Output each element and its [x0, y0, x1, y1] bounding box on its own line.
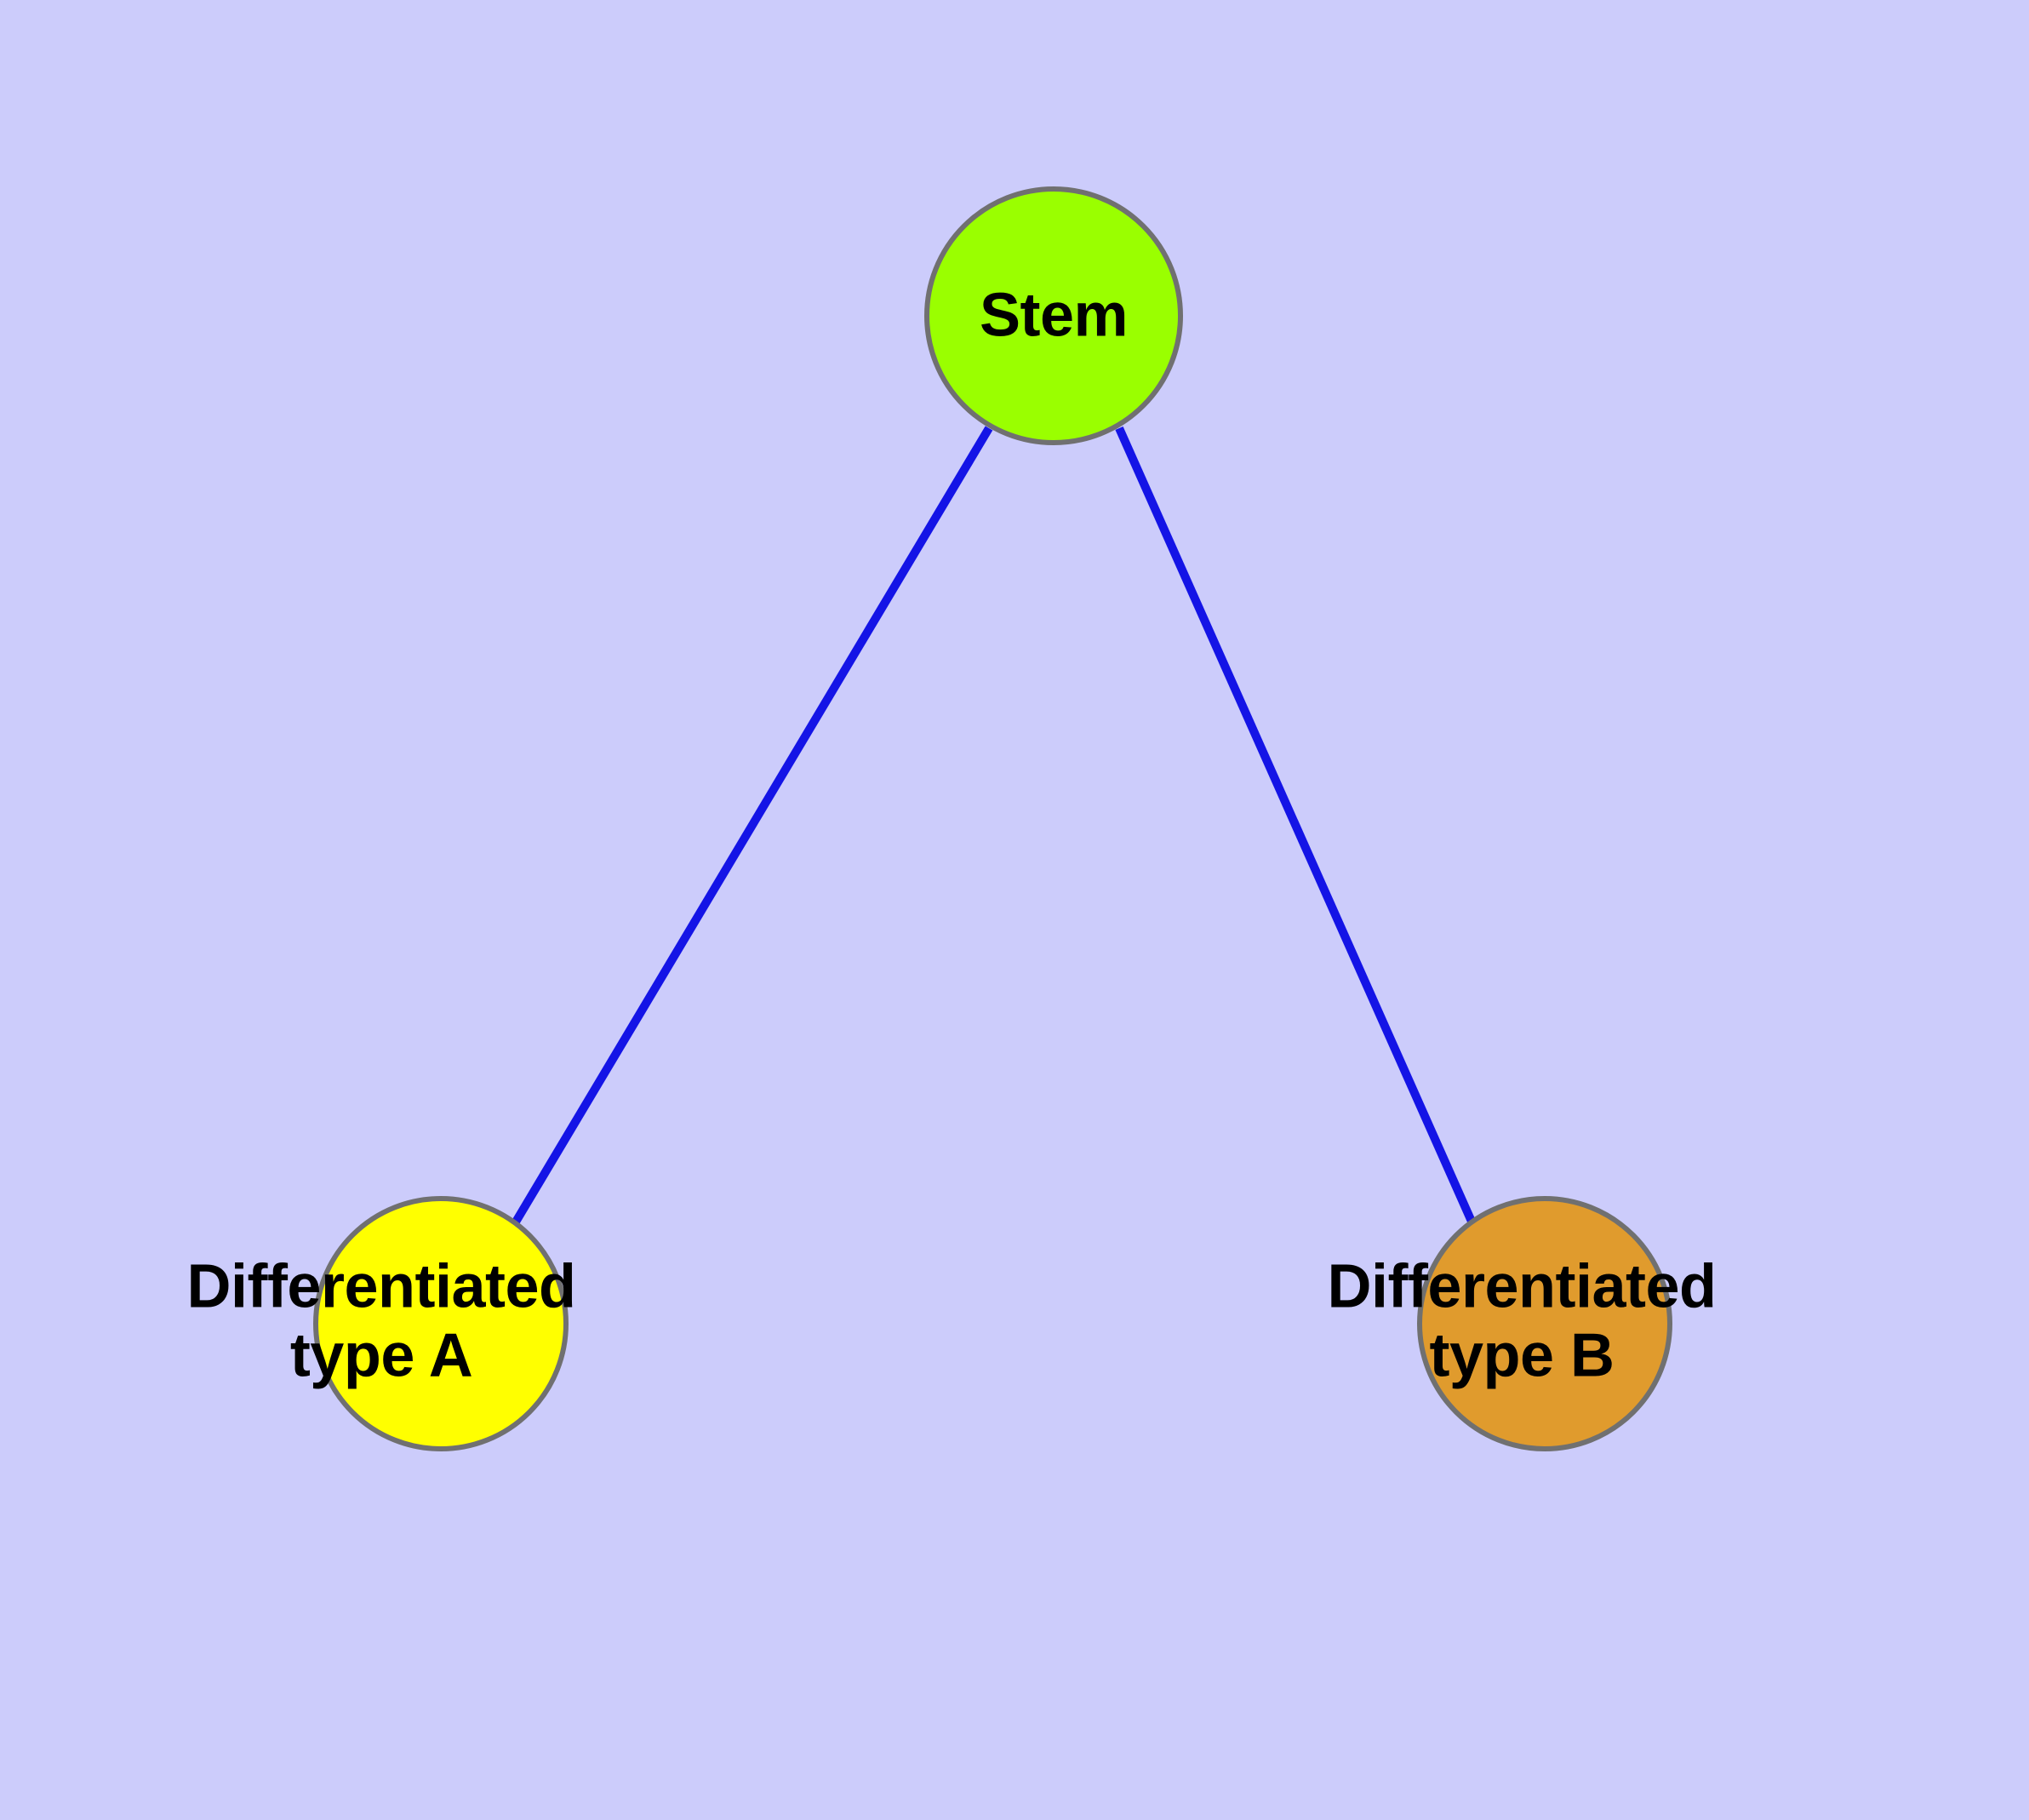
edge-stem-to-diff-b [1115, 426, 1477, 1226]
node-differentiated-type-a[interactable] [313, 1196, 569, 1451]
node-stem[interactable] [924, 186, 1183, 445]
edge-stem-to-diff-a [511, 426, 993, 1226]
node-differentiated-type-b[interactable] [1417, 1196, 1672, 1451]
